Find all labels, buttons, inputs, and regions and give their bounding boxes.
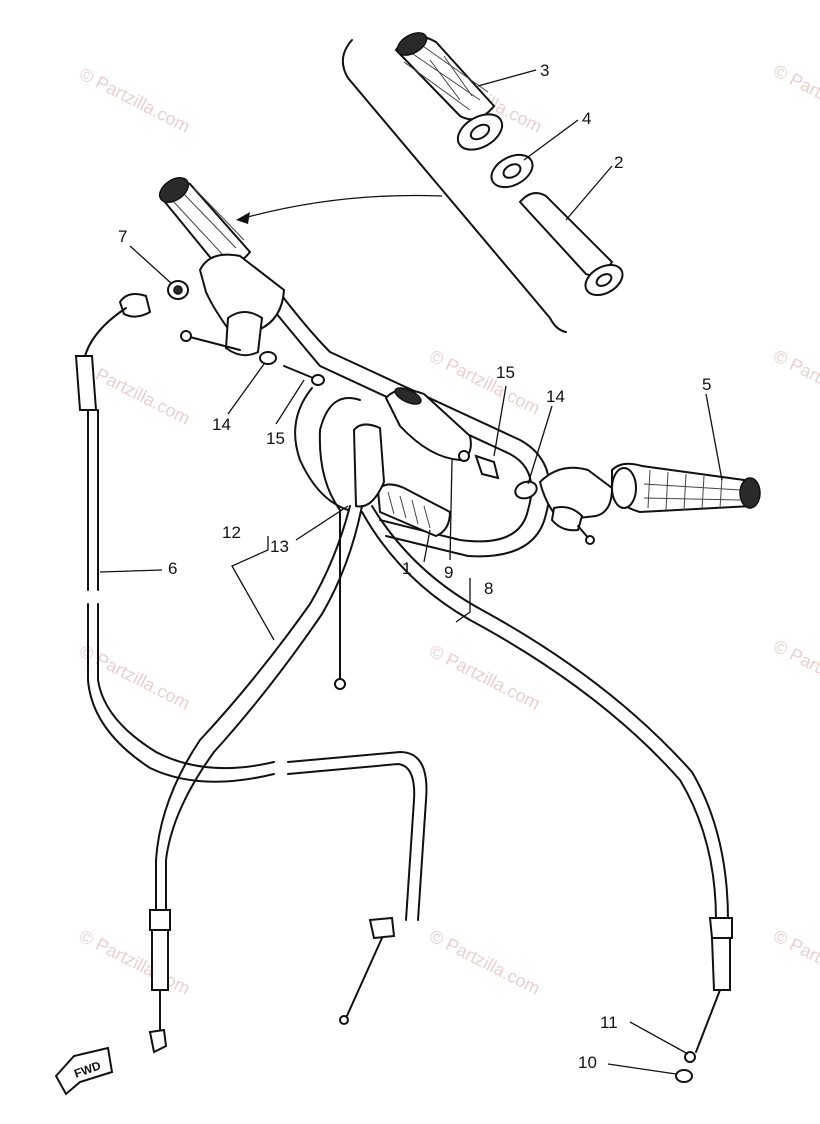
- label-part-15-right: 15: [496, 363, 515, 382]
- label-part-15-left: 15: [266, 429, 285, 448]
- label-part-13: 13: [270, 537, 289, 556]
- label-part-10: 10: [578, 1053, 597, 1072]
- label-part-12: 12: [222, 523, 241, 542]
- watermark: © Partzilla.com: [426, 926, 543, 999]
- screw-left-end: [311, 374, 325, 386]
- fwd-arrow: FWD: [54, 1046, 114, 1096]
- bolt-head-left: [180, 330, 192, 342]
- throttle-tube-part-2: [518, 192, 624, 297]
- lever-housing-part-9: [384, 387, 472, 462]
- label-part-8: 8: [484, 579, 493, 598]
- watermark: © Partzilla.com: [770, 926, 820, 999]
- inset-outline: [341, 39, 567, 333]
- adjuster-part-7: [167, 280, 189, 300]
- handlebar: [261, 295, 533, 543]
- watermark: © Partzilla.com: [426, 346, 543, 419]
- handlebar-inner: [275, 287, 551, 558]
- inset-grip-part-3: [394, 32, 504, 151]
- cable-loop-1: [294, 387, 349, 511]
- watermark: © Partzilla.com: [76, 926, 193, 999]
- throttle-cable-part-6: [74, 293, 428, 1025]
- watermark: © Partzilla.com: [770, 636, 820, 709]
- bolt-left: [185, 335, 241, 351]
- right-grip-part-5: [611, 462, 761, 514]
- label-part-2: 2: [614, 153, 623, 172]
- label-part-1: 1: [402, 559, 411, 578]
- lock-washer-left: [259, 351, 277, 365]
- lock-washer-part-14-right: [514, 480, 538, 500]
- label-part-3: 3: [540, 61, 549, 80]
- inset-pointer: [243, 194, 443, 219]
- cable-loop-2: [318, 397, 361, 511]
- label-part-7: 7: [118, 227, 127, 246]
- cable-part-12: [148, 505, 363, 1054]
- grip-tube-part-1: [376, 483, 452, 538]
- label-part-14-left: 14: [212, 415, 231, 434]
- cable-end-part-10: [675, 1069, 693, 1083]
- cable-end-part-11: [684, 1051, 696, 1063]
- label-part-14-right: 14: [546, 387, 565, 406]
- label-part-11: 11: [600, 1013, 618, 1032]
- washer-part-4: [490, 153, 534, 189]
- cable-part-8: [361, 505, 733, 1053]
- watermark: © Partzilla.com: [76, 64, 193, 137]
- right-lever-assembly: [474, 454, 614, 545]
- adjuster-part-15-right: [474, 454, 500, 480]
- label-part-5: 5: [702, 375, 711, 394]
- label-part-4: 4: [582, 109, 591, 128]
- watermark: © Partzilla.com: [770, 61, 820, 134]
- throttle-housing: [198, 253, 286, 336]
- label-part-9: 9: [444, 563, 453, 582]
- watermark: © Partzilla.com: [770, 346, 820, 419]
- leader-lines: [99, 69, 723, 1075]
- left-grip: [158, 176, 286, 357]
- cable-part-13-end: [334, 678, 346, 690]
- label-part-6: 6: [168, 559, 177, 578]
- pointer-arrowhead: [236, 212, 250, 224]
